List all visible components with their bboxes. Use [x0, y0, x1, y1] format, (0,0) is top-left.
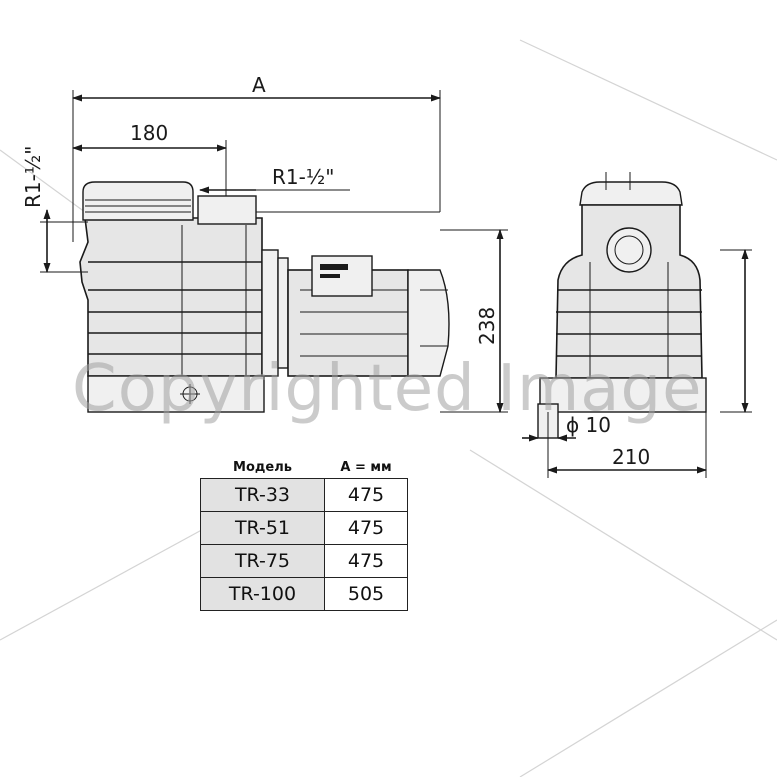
- column-header-a: A = мм: [340, 460, 392, 475]
- dim-mount-hole: ϕ 10: [566, 413, 611, 437]
- pump-front-view: ϕ 10 210: [522, 172, 752, 478]
- dim-base-width: 210: [612, 445, 650, 469]
- model-cell: TR-51: [200, 511, 325, 545]
- table-row: TR-100 505: [200, 577, 408, 611]
- front-base: [539, 377, 707, 413]
- a-value-cell: 505: [324, 577, 408, 611]
- model-dimension-table: Модель A = мм TR-33 475 TR-51 475 TR-75 …: [200, 458, 408, 611]
- fan-cover: [407, 269, 450, 377]
- a-value-cell: 475: [324, 478, 408, 512]
- table-row: TR-75 475: [200, 544, 408, 578]
- dim-outlet-thread: R1-½": [272, 165, 334, 189]
- front-lid: [579, 181, 683, 206]
- column-header-model: Модель: [233, 460, 292, 475]
- table-row: TR-51 475: [200, 511, 408, 545]
- pump-side-view: A 180 R1-½" R1-½" 238: [21, 73, 508, 413]
- a-value-cell: 475: [324, 544, 408, 578]
- prefilter-lid: [82, 181, 194, 221]
- front-inlet-port: [606, 227, 652, 273]
- model-cell: TR-75: [200, 544, 325, 578]
- model-cell: TR-100: [200, 577, 325, 611]
- outlet-neck: [197, 195, 257, 225]
- pump-base: [87, 375, 265, 413]
- dim-height: 238: [475, 307, 499, 345]
- copyright-watermark: Copyrighted Image: [72, 352, 703, 426]
- a-value-cell: 475: [324, 511, 408, 545]
- dim-overall-length: A: [252, 73, 266, 97]
- dim-inlet-offset: 180: [130, 121, 168, 145]
- model-cell: TR-33: [200, 478, 325, 512]
- table-header-row: Модель A = мм: [201, 458, 408, 479]
- table-row: TR-33 475: [200, 478, 408, 512]
- dim-inlet-thread: R1-½": [21, 146, 45, 208]
